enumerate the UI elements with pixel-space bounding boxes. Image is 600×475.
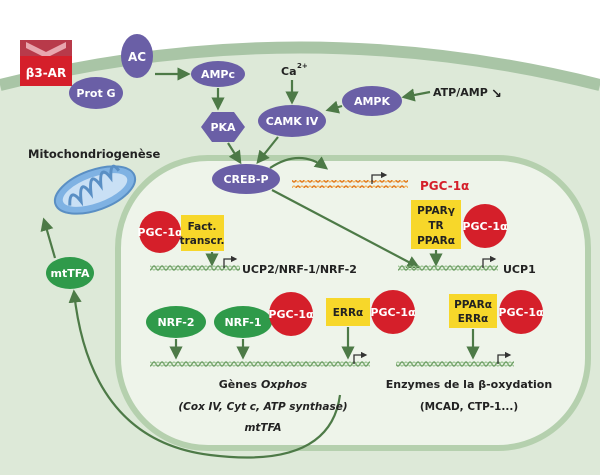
arrow-atp-to-ampk (401, 88, 431, 102)
nrf2-node: NRF-2 (146, 306, 206, 338)
oxphos-line2: (Cox IV, Cyt c, ATP synthase) (178, 401, 347, 413)
ucp1-label: UCP1 (503, 263, 536, 276)
protg-label: Prot G (76, 87, 115, 100)
arrow-pka-to-creb (227, 142, 242, 165)
pgc1a-circle-3: PGC-1α (268, 292, 314, 336)
mtfa-label: mtTFA (51, 267, 90, 280)
ppara-erra-box: PPARα ERRα (449, 294, 497, 328)
nrf2-label: NRF-2 (157, 316, 194, 329)
arrow-creb-to-ucp1 (271, 189, 421, 269)
atp-amp-decrease-icon: ↘ (491, 87, 502, 102)
erra-box: ERRα (326, 298, 370, 326)
ppar-tr-box: PPARγ TR PPARα (411, 200, 461, 249)
svg-text:PGC-1α: PGC-1α (268, 308, 314, 321)
gene-strand-ucp2 (150, 264, 240, 272)
b3ar-label: β3-AR (26, 66, 66, 80)
arrow-creb-to-pgc-mrna (269, 156, 329, 170)
oxphos-promoter-icon (353, 351, 368, 364)
oxphos-line1: Gènes Oxphos (219, 378, 308, 391)
svg-text:PGC-1α: PGC-1α (498, 306, 544, 319)
gene-strand-ucp1 (398, 264, 498, 272)
ac-label: AC (128, 50, 146, 64)
fact-transcr-box: Fact. transcr. (180, 215, 225, 251)
pgc-prefix: PGC-1 (137, 226, 175, 239)
cell-membrane (0, 41, 600, 91)
camkiv-node: CAMK IV (258, 105, 326, 137)
creb-label: CREB-P (223, 173, 268, 186)
beta-ox-promoter-icon (497, 351, 512, 364)
ampc-node: AMPc (191, 61, 245, 87)
arrow-oxphos-to-mtfa (68, 289, 342, 459)
beta-ox-line1: Enzymes de la β-oxydation (386, 378, 552, 391)
pgc-mrna-strand (292, 180, 408, 188)
pgc-mrna-promoter-icon (371, 171, 388, 184)
arrow-ampk-to-camk (325, 100, 343, 114)
arrow-mtfa-to-mito (40, 217, 57, 259)
pka-label: PKA (210, 121, 236, 134)
erra2-label: ERRα (458, 313, 489, 325)
beta-ox-line2: (MCAD, CTP-1...) (420, 401, 518, 413)
mitochondriogenese-label: Mitochondriogenèse (28, 147, 160, 161)
pparg-label: PPARγ (417, 205, 455, 217)
svg-text:PGC-1α: PGC-1α (137, 226, 183, 239)
svg-text:PGC-1α: PGC-1α (370, 306, 416, 319)
fact-line1: Fact. (188, 221, 217, 233)
oxphos-line3: mtTFA (244, 422, 281, 434)
fact-line2: transcr. (180, 235, 225, 247)
ppara-label: PPARα (417, 235, 455, 247)
pgc-mrna-label: PGC-1α (420, 179, 469, 193)
camkiv-label: CAMK IV (266, 115, 319, 128)
ampk-node: AMPK (342, 86, 402, 116)
mtfa-node: mtTFA (46, 257, 94, 289)
gene-strand-beta-ox (396, 360, 514, 368)
ampk-label: AMPK (354, 95, 391, 108)
ppara2-label: PPARα (454, 299, 492, 311)
mitochondrion-icon (53, 164, 137, 215)
ca-superscript: 2+ (297, 62, 308, 70)
pka-node: PKA (201, 112, 245, 142)
nrf1-label: NRF-1 (224, 316, 261, 329)
pgc1a-circle-4: PGC-1α (370, 290, 416, 334)
ampc-label: AMPc (201, 68, 235, 81)
pgc1a-circle-1: PGC-1α (137, 211, 183, 253)
ca-label: Ca (281, 65, 297, 78)
pgc1a-circle-5: PGC-1α (498, 290, 544, 334)
b3ar-receptor: β3-AR (20, 40, 72, 86)
atp-amp-label: ATP/AMP (433, 86, 488, 99)
svg-text:PGC-1α: PGC-1α (462, 220, 508, 233)
erra-label: ERRα (333, 307, 364, 319)
gene-strand-oxphos (150, 360, 370, 368)
pgc-alpha: α (175, 226, 183, 239)
ucp2-promoter-icon (223, 255, 238, 268)
nrf1-node: NRF-1 (214, 306, 272, 338)
protg-node: Prot G (69, 77, 123, 109)
tr-label: TR (428, 220, 443, 232)
creb-node: CREB-P (212, 164, 280, 194)
ucp-genes-label: UCP2/NRF-1/NRF-2 (242, 263, 357, 276)
ucp1-promoter-icon (482, 255, 497, 268)
pgc1a-circle-2: PGC-1α (462, 204, 508, 248)
arrow-camk-to-creb (256, 136, 279, 165)
ac-node: AC (121, 34, 153, 78)
